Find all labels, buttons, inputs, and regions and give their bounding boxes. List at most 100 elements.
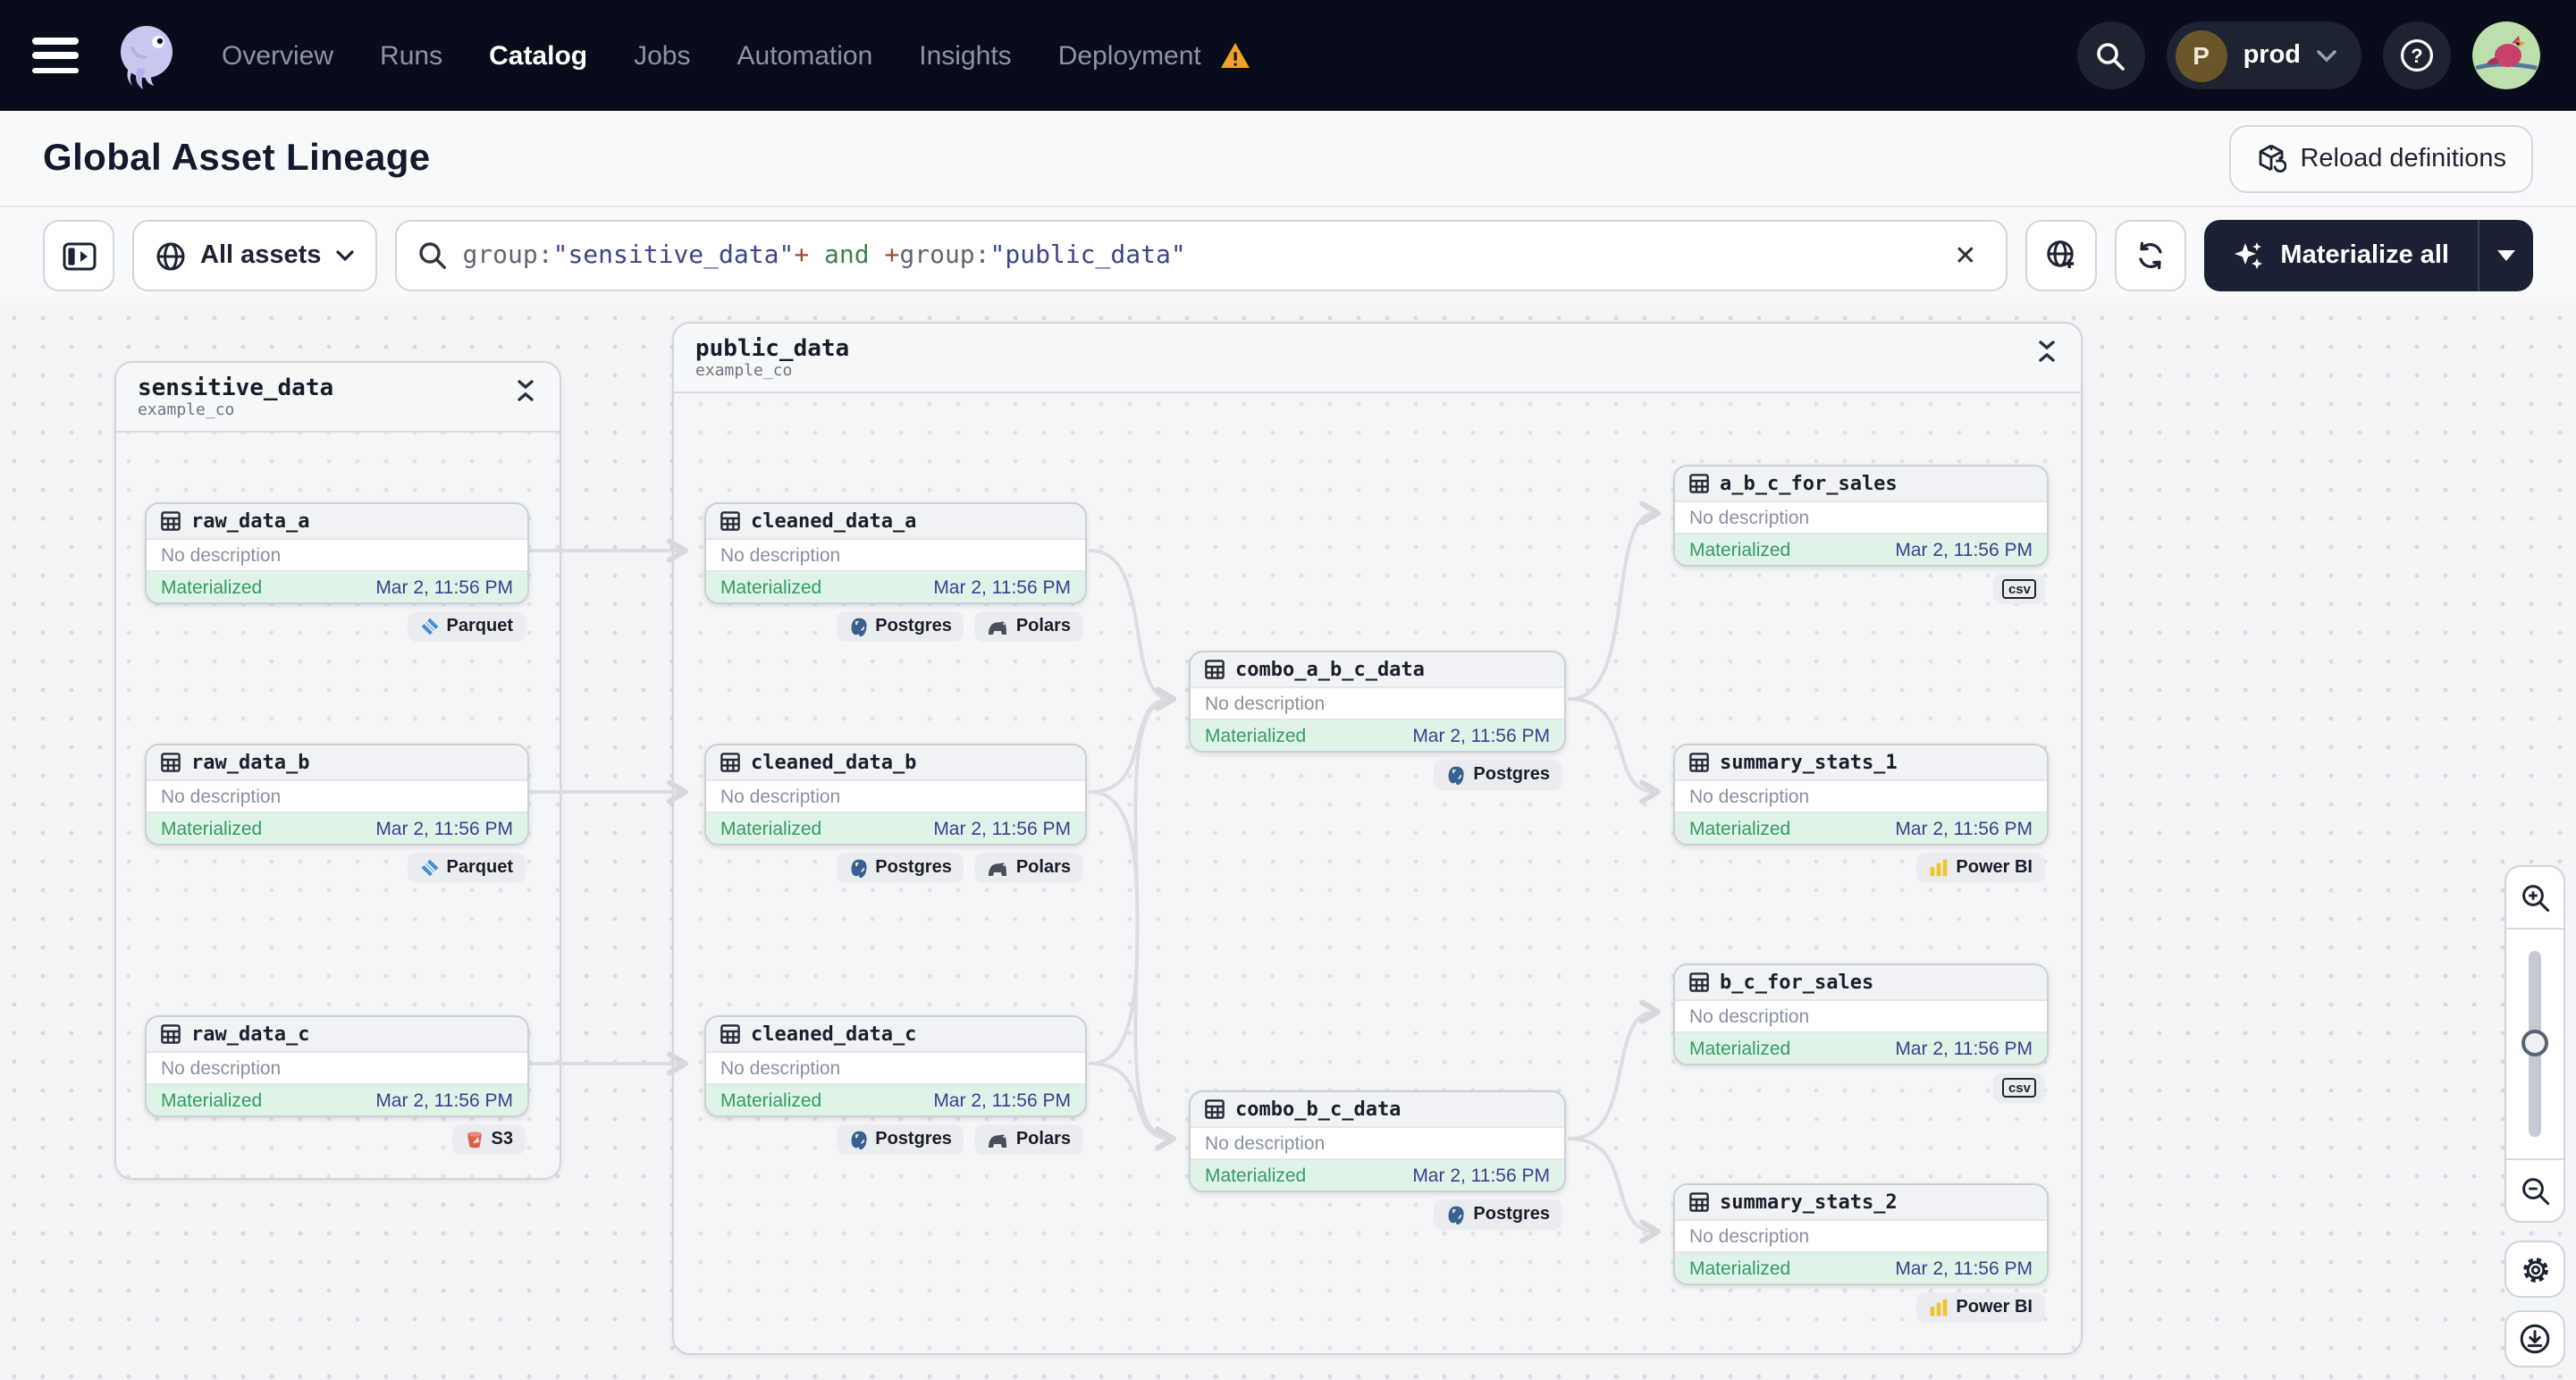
status-badge: Materialized	[1689, 1038, 1791, 1059]
sparkles-icon	[2234, 242, 2262, 269]
asset-badges: Postgres Polars	[704, 853, 1083, 883]
kind-badge-polars: Polars	[974, 853, 1083, 883]
asset-description: No description	[720, 1057, 841, 1079]
graph-settings-button[interactable]	[2504, 1241, 2565, 1298]
asset-node-combo-a-b-c-data[interactable]: combo_a_b_c_data No description Material…	[1189, 651, 1566, 753]
asset-status-row: Materialized Mar 2, 11:56 PM	[1675, 533, 2047, 565]
asset-node-header: raw_data_a	[147, 504, 527, 540]
clear-filter-icon[interactable]: ✕	[1954, 241, 1977, 272]
group-header: sensitive_data example_co	[116, 363, 560, 433]
zoom-slider-thumb[interactable]	[2521, 1030, 2548, 1056]
nav-item-deployment[interactable]: Deployment	[1057, 40, 1201, 71]
asset-node-a-b-c-for-sales[interactable]: a_b_c_for_sales No description Materiali…	[1673, 465, 2049, 567]
group-header: public_data example_co	[674, 324, 2081, 393]
asset-node-raw-data-b[interactable]: raw_data_b No description Materialized M…	[145, 744, 529, 846]
asset-node-cleaned-data-a[interactable]: cleaned_data_a No description Materializ…	[704, 502, 1087, 604]
nav-item-insights[interactable]: Insights	[919, 40, 1012, 71]
asset-node-cleaned-data-c[interactable]: cleaned_data_c No description Materializ…	[704, 1015, 1087, 1117]
asset-description: No description	[720, 786, 841, 807]
nav-item-overview[interactable]: Overview	[222, 40, 334, 71]
zoom-out-button[interactable]	[2506, 1158, 2563, 1221]
asset-node-combo-b-c-data[interactable]: combo_b_c_data No description Materializ…	[1189, 1090, 1566, 1192]
collapse-group-icon[interactable]	[513, 375, 538, 415]
table-icon	[720, 511, 740, 531]
table-icon	[161, 511, 181, 531]
avatar-cardinal-image	[2472, 21, 2540, 89]
asset-status-row: Materialized Mar 2, 11:56 PM	[1675, 812, 2047, 844]
asset-name: cleaned_data_b	[751, 751, 917, 774]
asset-node-raw-data-a[interactable]: raw_data_a No description Materialized M…	[145, 502, 529, 604]
materialization-timestamp: Mar 2, 11:56 PM	[933, 1090, 1071, 1111]
asset-filter-input[interactable]: group:"sensitive_data"+ and +group:"publ…	[394, 220, 2008, 291]
collapse-group-icon[interactable]	[2034, 336, 2059, 375]
asset-badges: Postgres	[1189, 760, 1562, 790]
asset-name: a_b_c_for_sales	[1720, 472, 1898, 495]
asset-node-b-c-for-sales[interactable]: b_c_for_sales No description Materialize…	[1673, 963, 2049, 1065]
kind-badge-polars: Polars	[974, 611, 1083, 642]
page-title: Global Asset Lineage	[43, 137, 431, 178]
materialization-timestamp: Mar 2, 11:56 PM	[1412, 725, 1550, 746]
lineage-canvas[interactable]: sensitive_data example_co public_data ex…	[0, 304, 2576, 1380]
asset-name: summary_stats_1	[1720, 751, 1898, 774]
filter-to-groups-button[interactable]	[2025, 220, 2097, 291]
nav-item-automation[interactable]: Automation	[737, 40, 873, 71]
user-avatar[interactable]	[2472, 21, 2540, 89]
dagster-logo-icon[interactable]	[107, 18, 182, 93]
asset-badges: Power BI	[1673, 853, 2045, 883]
globe-plus-icon	[2046, 240, 2074, 268]
kind-badge-postgres: Postgres	[836, 853, 964, 883]
materialization-timestamp: Mar 2, 11:56 PM	[933, 818, 1071, 839]
asset-node-cleaned-data-b[interactable]: cleaned_data_b No description Materializ…	[704, 744, 1087, 846]
materialize-all-label: Materialize all	[2280, 241, 2449, 270]
title-bar: Global Asset Lineage Reload definitions	[0, 111, 2576, 207]
asset-badges: csv	[1673, 1073, 2045, 1103]
asset-status-row: Materialized Mar 2, 11:56 PM	[1191, 1158, 1564, 1191]
nav-item-jobs[interactable]: Jobs	[634, 40, 691, 71]
reload-definitions-label: Reload definitions	[2300, 144, 2506, 172]
nav-item-catalog[interactable]: Catalog	[489, 40, 588, 71]
table-icon	[1689, 474, 1709, 493]
asset-badges: Postgres Polars	[704, 611, 1083, 642]
status-badge: Materialized	[161, 818, 263, 839]
download-image-button[interactable]	[2504, 1310, 2565, 1367]
s3-icon	[467, 1132, 482, 1149]
asset-status-row: Materialized Mar 2, 11:56 PM	[1675, 1031, 2047, 1064]
deployment-name: prod	[2243, 41, 2301, 70]
kind-badge-powerbi: Power BI	[1916, 853, 2045, 883]
nav-links: Overview Runs Catalog Jobs Automation In…	[222, 40, 1251, 71]
open-side-panel-button[interactable]	[43, 220, 114, 291]
kind-badge-postgres: Postgres	[836, 611, 964, 642]
menu-icon[interactable]	[32, 38, 79, 73]
asset-badges: Parquet	[145, 611, 526, 642]
asset-scope-dropdown[interactable]: All assets	[132, 220, 377, 291]
search-button[interactable]	[2076, 21, 2145, 89]
asset-description: No description	[1689, 1225, 1810, 1247]
asset-node-raw-data-c[interactable]: raw_data_c No description Materialized M…	[145, 1015, 529, 1117]
csv-icon: csv	[2002, 579, 2036, 599]
asset-description: No description	[161, 786, 282, 807]
parquet-icon	[421, 618, 438, 635]
globe-icon	[156, 241, 185, 270]
zoom-slider[interactable]	[2506, 930, 2563, 1158]
materialize-all-main[interactable]: Materialize all	[2203, 220, 2478, 291]
asset-description: No description	[161, 544, 282, 566]
asset-description: No description	[1689, 786, 1810, 807]
reload-definitions-button[interactable]: Reload definitions	[2228, 124, 2533, 192]
refresh-button[interactable]	[2114, 220, 2186, 291]
materialize-options-caret[interactable]	[2478, 220, 2533, 291]
asset-name: combo_b_c_data	[1235, 1098, 1402, 1121]
table-icon	[720, 1024, 740, 1044]
deployment-switcher[interactable]: P prod	[2166, 21, 2361, 89]
help-button[interactable]: ?	[2383, 21, 2451, 89]
table-icon	[1689, 753, 1709, 772]
asset-node-summary-stats-1[interactable]: summary_stats_1 No description Materiali…	[1673, 744, 2049, 846]
table-icon	[720, 753, 740, 772]
asset-node-summary-stats-2[interactable]: summary_stats_2 No description Materiali…	[1673, 1183, 2049, 1285]
nav-item-runs[interactable]: Runs	[380, 40, 443, 71]
materialization-timestamp: Mar 2, 11:56 PM	[1412, 1165, 1550, 1186]
caret-down-icon	[2497, 250, 2515, 261]
asset-description: No description	[1205, 693, 1326, 714]
materialization-timestamp: Mar 2, 11:56 PM	[375, 576, 513, 598]
asset-name: cleaned_data_c	[751, 1022, 917, 1046]
zoom-in-button[interactable]	[2506, 867, 2563, 930]
